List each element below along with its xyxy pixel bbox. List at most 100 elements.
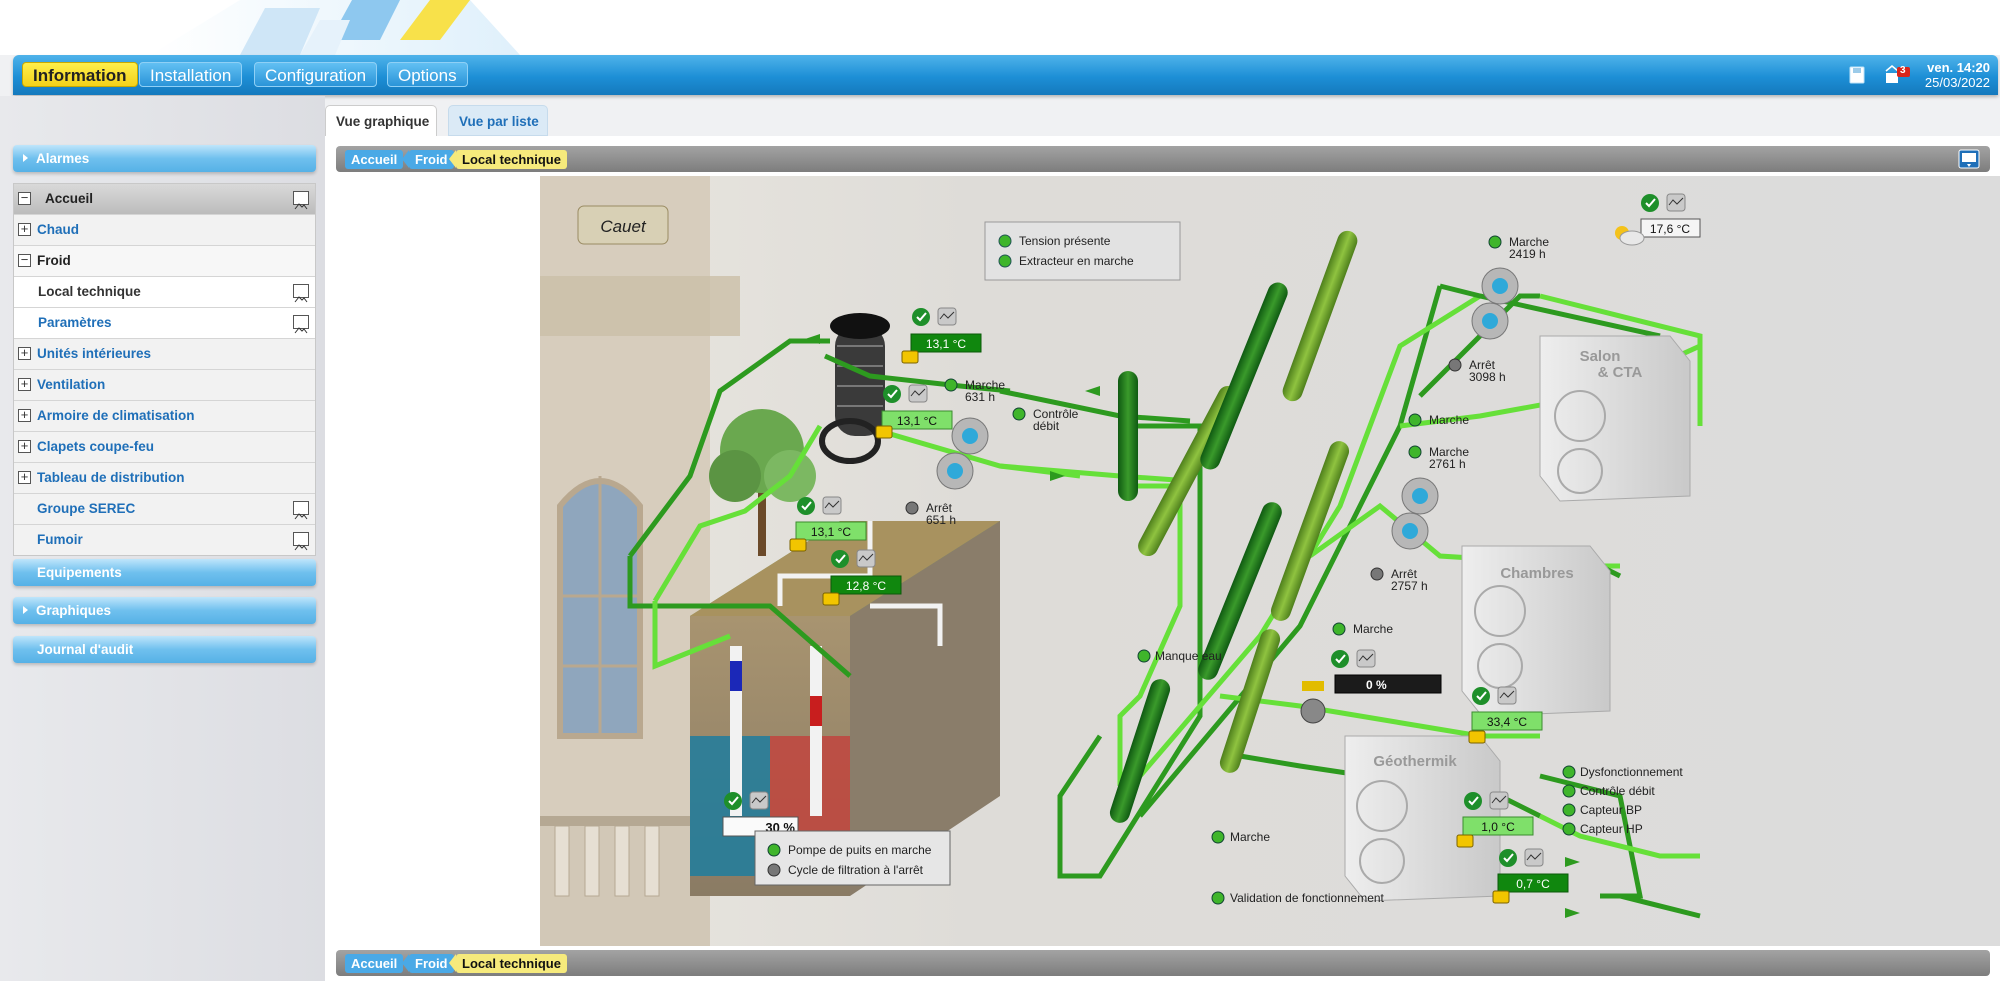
tree-label: Tableau de distribution [37,470,185,485]
outdoor-weather-icon [1615,226,1645,246]
svg-text:13,1 °C: 13,1 °C [897,414,937,428]
alarm-bell-icon[interactable] [1883,65,1913,85]
collapse-icon[interactable]: − [18,253,31,267]
temperature-readouts[interactable]: 13,1 °C 13,1 °C 13,1 °C 12,8 °C 17,6 °C … [795,218,1701,893]
tree-label: Groupe SEREC [37,501,136,516]
sensor-icon-pairs[interactable] [724,193,1686,867]
synoptic-image-icon[interactable] [293,501,309,520]
breadcrumb-home[interactable]: Accueil [345,954,404,973]
svg-text:Marche: Marche [965,378,1005,392]
tree-label: Clapets coupe-feu [37,439,155,454]
tab-vue-liste[interactable]: Vue par liste [448,105,548,136]
breadcrumb-bottom: Accueil Froid Local technique [336,950,1990,976]
expand-icon[interactable]: + [18,346,31,360]
sidebar-section-label: Journal d'audit [37,642,134,657]
tree-item-armoire[interactable]: + Armoire de climatisation [14,401,315,432]
synoptic-image-icon[interactable] [293,284,309,303]
tree-item-chaud[interactable]: + Chaud [14,215,315,246]
valve-opening-readout[interactable]: 0 % [1334,674,1442,694]
nav-information[interactable]: Information [22,62,138,87]
svg-text:1,0 °C: 1,0 °C [1481,820,1515,834]
sidebar-section-alarmes[interactable]: Alarmes [13,145,316,172]
tree-item-unites-interieures[interactable]: + Unités intérieures [14,339,315,370]
tree-item-clapets[interactable]: + Clapets coupe-feu [14,432,315,463]
svg-text:Capteur HP: Capteur HP [1580,822,1643,836]
brand-logo-graphic [150,0,520,55]
svg-text:Dysfonctionnement: Dysfonctionnement [1580,765,1683,779]
breadcrumb-home[interactable]: Accueil [345,150,404,169]
breadcrumb-parent[interactable]: Froid [409,954,454,973]
nav-configuration[interactable]: Configuration [254,62,378,87]
svg-text:Chambres: Chambres [1500,565,1573,582]
outdoor-unit-chambres[interactable]: Chambres [1461,545,1611,717]
triangle-right-icon [23,154,28,162]
svg-text:Marche: Marche [1429,413,1469,427]
tree-illustration [709,409,816,556]
synoptic-image-icon[interactable] [293,315,309,334]
outdoor-unit-salon[interactable]: Salon & CTA [1539,335,1691,502]
svg-text:0 %: 0 % [1366,678,1387,692]
banner [0,0,2000,55]
svg-text:17,6 °C: 17,6 °C [1650,222,1690,236]
svg-text:0,7 °C: 0,7 °C [1516,877,1550,891]
breadcrumb-top: Accueil Froid Local technique [336,146,1990,172]
breadcrumb-separator [449,954,456,972]
collapse-icon[interactable]: − [18,191,31,205]
circulation-pumps [936,267,1519,550]
svg-text:Capteur BP: Capteur BP [1580,803,1642,817]
svg-text:Cycle de filtration à l'arrêt: Cycle de filtration à l'arrêt [788,863,924,877]
sidebar-section-graphiques[interactable]: Graphiques [13,597,316,624]
top-nav-bar: Information Installation Configuration O… [13,55,1998,95]
tree-label: Paramètres [38,315,112,330]
tree-item-tableau[interactable]: + Tableau de distribution [14,463,315,494]
tree-label: Ventilation [37,377,106,392]
tree-label: Unités intérieures [37,346,152,361]
three-way-valve [1300,681,1326,724]
technical-room-diagram: Cauet [540,176,2000,946]
expand-icon[interactable]: + [18,439,31,453]
tree-item-fumoir[interactable]: Fumoir [14,525,315,555]
expand-icon[interactable]: + [18,408,31,422]
synoptic-image-icon[interactable] [293,191,309,210]
svg-text:Marche: Marche [1353,622,1393,636]
save-icon[interactable] [1848,65,1866,85]
sidebar-section-journal[interactable]: Journal d'audit [13,636,316,663]
tree-item-froid[interactable]: − Froid [14,246,315,277]
sidebar-section-label: Alarmes [36,151,90,166]
svg-text:12,8 °C: 12,8 °C [846,579,886,593]
navigation-tree: − Accueil + Chaud − Froid Local techniqu… [13,183,316,556]
breadcrumb-current: Local technique [456,150,567,169]
nav-installation[interactable]: Installation [139,62,243,87]
breadcrumb-parent[interactable]: Froid [409,150,454,169]
tree-item-ventilation[interactable]: + Ventilation [14,370,315,401]
tree-label: Local technique [38,284,141,299]
sidebar-section-label: Equipements [37,565,122,580]
alarm-count-badge: 3 [1900,65,1906,76]
tree-label: Froid [37,253,71,268]
tab-vue-graphique[interactable]: Vue graphique [325,105,437,136]
expand-icon[interactable]: + [18,377,31,391]
synoptic-image-icon[interactable] [293,532,309,551]
tree-item-groupe-serec[interactable]: Groupe SEREC [14,494,315,525]
expand-icon[interactable]: + [18,222,31,236]
tree-label: Armoire de climatisation [37,408,195,423]
breadcrumb-separator [449,150,456,168]
svg-text:Contrôle débit: Contrôle débit [1580,784,1655,798]
export-view-icon[interactable] [1958,149,1980,169]
svg-text:651 h: 651 h [926,513,956,527]
svg-text:2757 h: 2757 h [1391,579,1428,593]
triangle-right-icon [23,606,28,614]
expand-icon[interactable]: + [18,470,31,484]
nav-options[interactable]: Options [387,62,468,87]
sidebar-section-equipements[interactable]: Equipements [13,559,316,586]
tree-item-local-technique[interactable]: Local technique [14,277,315,308]
legend-box: Tension présente Extracteur en marche [984,221,1181,281]
clock-date: 25/03/2022 [1924,75,1990,90]
tree-item-accueil[interactable]: − Accueil [14,184,315,215]
svg-text:débit: débit [1033,419,1060,433]
tree-item-parametres[interactable]: Paramètres [14,308,315,339]
distribution-pipes [1057,283,1703,919]
svg-text:631 h: 631 h [965,390,995,404]
cauet-logo: Cauet [577,205,669,245]
clock-day-time: ven. 14:20 [1927,60,1990,75]
